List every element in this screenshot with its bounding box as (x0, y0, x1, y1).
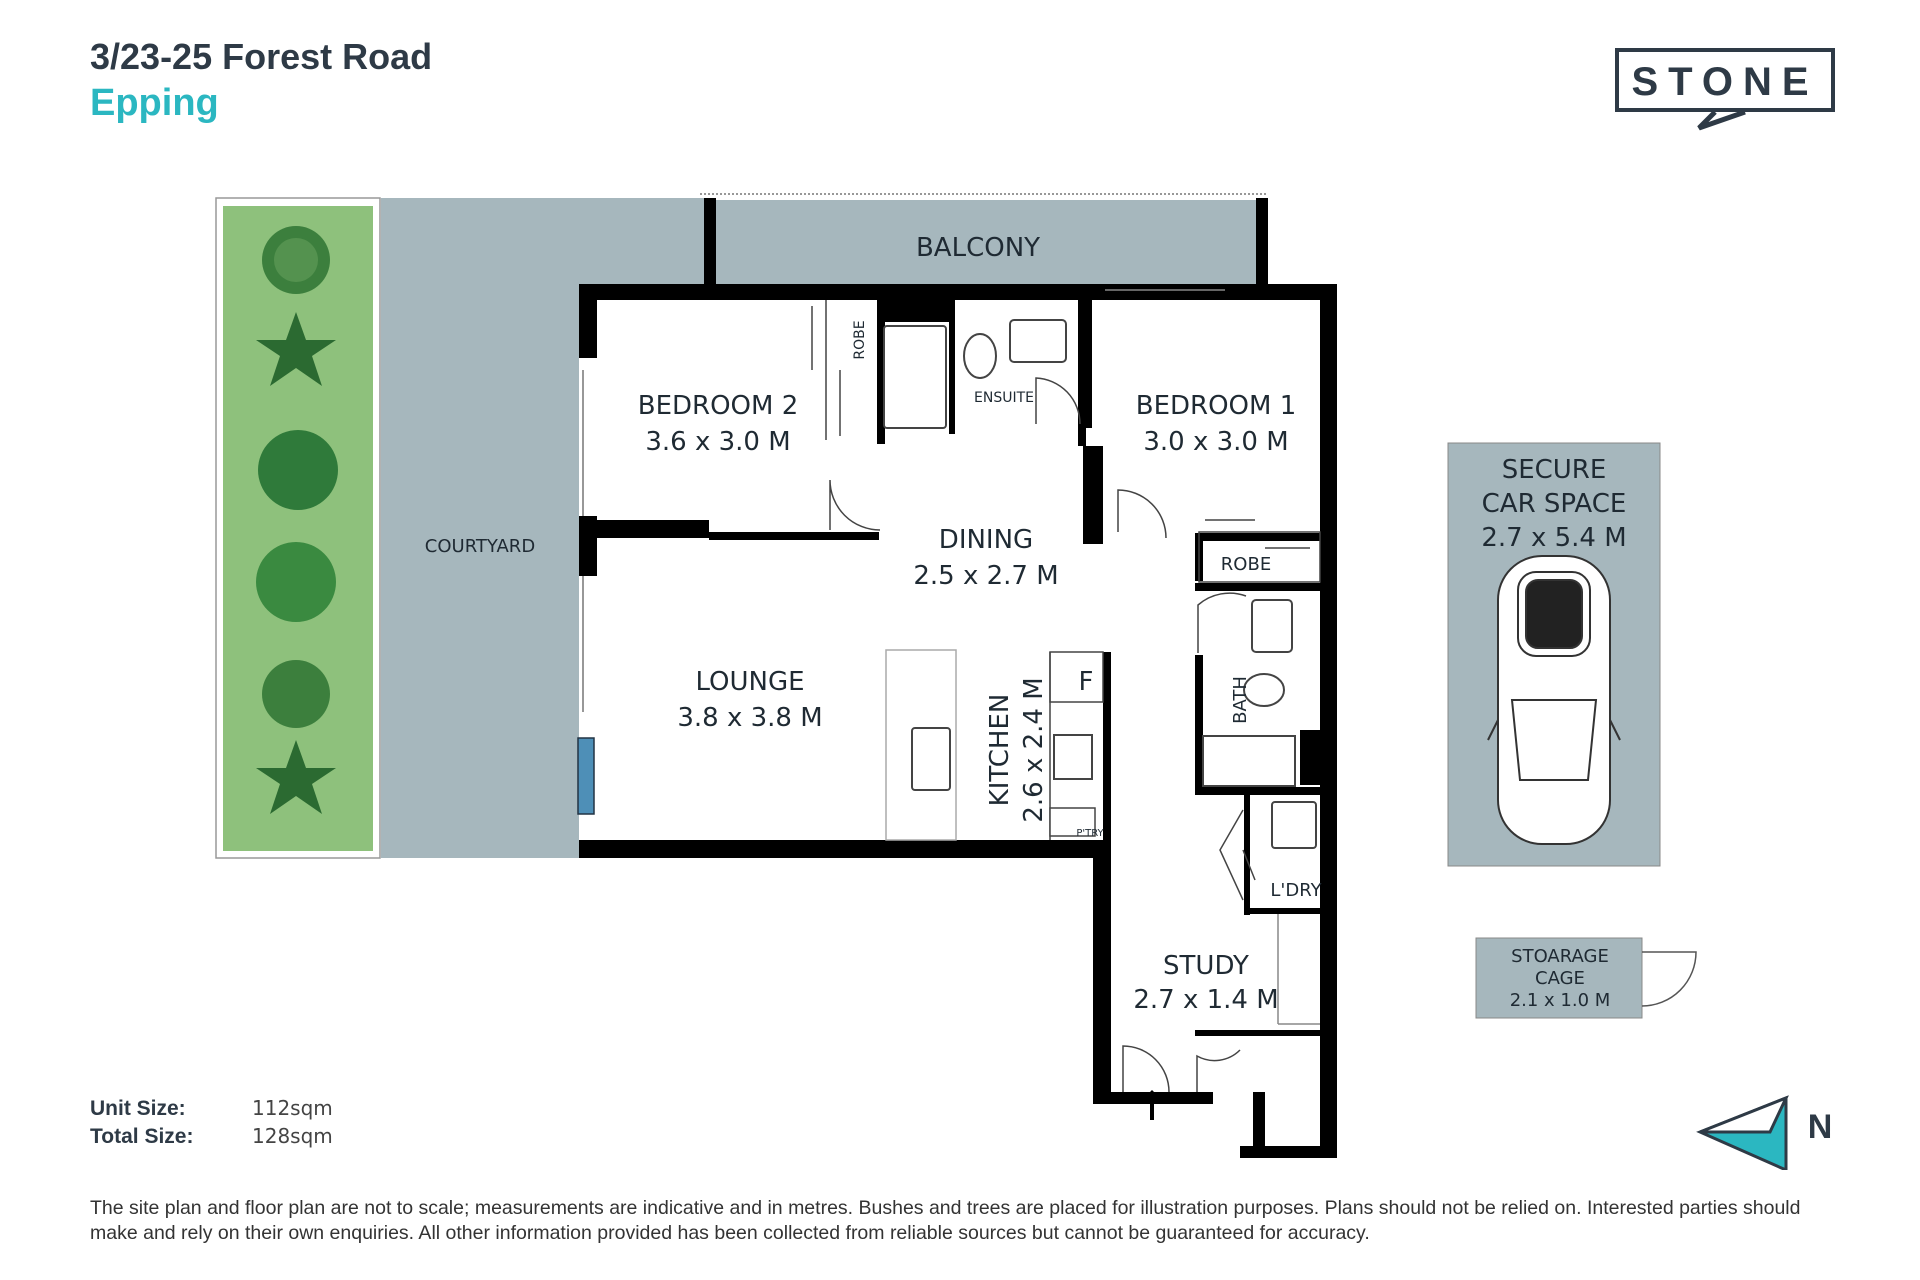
label-storage-line1: STOARAGE (1511, 946, 1609, 967)
unit-size-value: 112sqm (252, 1096, 333, 1120)
logo-tail-icon (1697, 109, 1746, 131)
property-suburb: Epping (90, 82, 219, 124)
label-lounge-size: 3.8 x 3.8 M (677, 703, 822, 733)
disclaimer-text: The site plan and floor plan are not to … (90, 1197, 1801, 1244)
palm-2-icon (256, 740, 336, 814)
label-car-line2: CAR SPACE (1482, 489, 1627, 519)
ensuite-basin (1009, 319, 1067, 363)
door-ensuite (1035, 377, 1081, 425)
walls (579, 284, 1337, 1158)
window-blue (577, 737, 595, 815)
label-bedroom1-name: BEDROOM 1 (1136, 391, 1297, 421)
storage-cage-area (1475, 937, 1643, 1019)
balcony-wall-left (704, 198, 716, 290)
door-bedroom2 (829, 479, 881, 531)
robe1-arrows (1205, 519, 1310, 549)
kitchen-fridge (1049, 651, 1104, 703)
unit-size-label: Unit Size: (90, 1097, 186, 1120)
label-lounge-name: LOUNGE (695, 667, 804, 697)
courtyard-area (381, 198, 579, 858)
laundry-tub (1271, 801, 1317, 849)
bath-shower (1202, 735, 1296, 787)
label-kitchen-size: 2.6 x 2.4 M (1019, 677, 1049, 822)
ensuite-shower (883, 325, 947, 429)
label-dining-size: 2.5 x 2.7 M (913, 561, 1058, 591)
label-study-size: 2.7 x 1.4 M (1133, 985, 1278, 1015)
north-label: N (1808, 1108, 1833, 1146)
north-arrow-icon: N (1696, 1095, 1833, 1170)
shrub-2-icon (262, 660, 330, 728)
door-laundry (1219, 809, 1256, 901)
label-storage-size: 2.1 x 1.0 M (1510, 990, 1611, 1011)
balcony-wall-right (1256, 198, 1268, 290)
pantry-box (1049, 807, 1096, 837)
size-summary: Unit Size: 112sqm Total Size: 128sqm (90, 1096, 333, 1152)
garden-bed (223, 206, 373, 851)
kitchen-cooktop (1053, 734, 1093, 780)
label-robe2: ROBE (852, 320, 868, 359)
label-storage-line2: CAGE (1535, 968, 1585, 989)
bath-toilet (1243, 673, 1285, 707)
label-bedroom2-name: BEDROOM 2 (638, 391, 799, 421)
label-dining-name: DINING (939, 525, 1033, 555)
label-study-name: STUDY (1163, 951, 1249, 981)
label-car-size: 2.7 x 5.4 M (1481, 523, 1626, 553)
label-bedroom2-size: 3.6 x 3.0 M (645, 427, 790, 457)
robe1-box (1198, 531, 1321, 583)
label-balcony: BALCONY (916, 233, 1040, 263)
door-entry (1122, 1045, 1170, 1093)
kitchen-sink (911, 727, 951, 791)
total-size-value: 128sqm (252, 1124, 333, 1148)
label-fridge: F (1079, 667, 1094, 697)
shrub-1-icon (262, 226, 330, 294)
door-study-cupboard (1196, 1049, 1241, 1092)
label-bedroom1-size: 3.0 x 3.0 M (1143, 427, 1288, 457)
label-pantry: P'TRY (1076, 828, 1104, 839)
tree-1-icon (258, 430, 338, 510)
label-courtyard: COURTYARD (425, 536, 535, 557)
label-kitchen-name: KITCHEN (985, 694, 1015, 807)
label-car-line1: SECURE (1502, 455, 1607, 485)
bath-basin (1251, 599, 1293, 653)
door-bath (1197, 592, 1247, 653)
label-laundry: L'DRY (1270, 880, 1322, 901)
door-bedroom1 (1117, 489, 1167, 539)
ensuite-toilet (963, 333, 997, 379)
palm-1-icon (256, 312, 336, 386)
property-address: 3/23-25 Forest Road (90, 36, 433, 77)
stone-logo: STONE (1615, 48, 1835, 131)
label-bath: BATH (1230, 676, 1251, 724)
label-robe1: ROBE (1221, 554, 1271, 575)
courtyard-top-strip (579, 198, 707, 288)
entry-arrow-icon (1142, 1090, 1162, 1120)
storage-door-swing (1641, 951, 1697, 1007)
garden-border (215, 197, 381, 859)
total-size-label: Total Size: (90, 1125, 194, 1148)
tree-2-icon (256, 542, 336, 622)
label-ensuite: ENSUITE (974, 390, 1034, 406)
car-icon (1487, 555, 1621, 845)
balcony-area (716, 200, 1256, 284)
logo-text: STONE (1631, 60, 1819, 104)
